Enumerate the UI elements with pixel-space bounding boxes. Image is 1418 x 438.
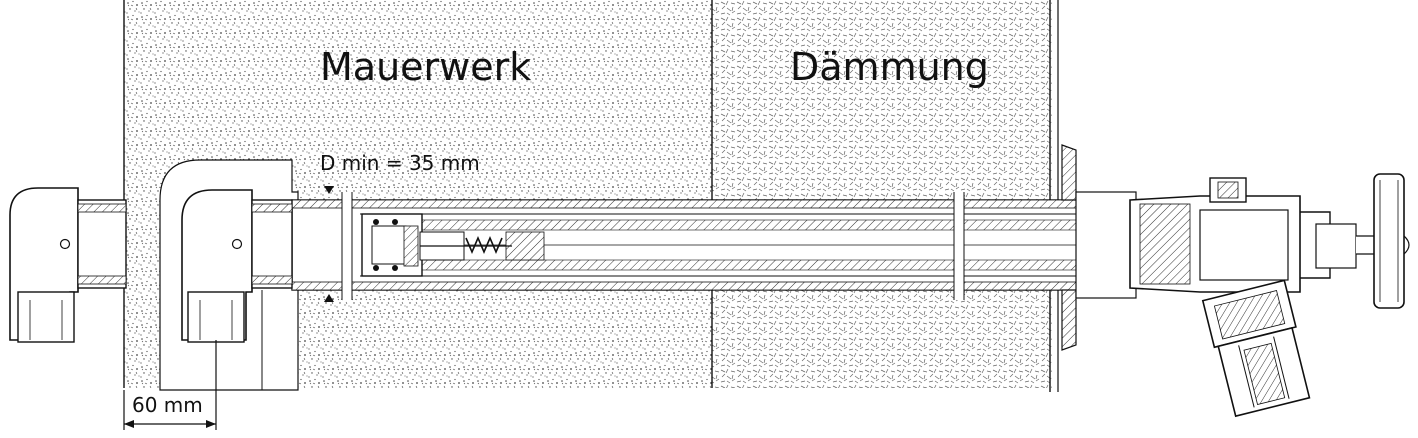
offset-label: 60 mm	[132, 393, 203, 417]
diameter-markers	[324, 186, 334, 302]
wall-flange	[1061, 144, 1137, 351]
left-elbow-fitting	[9, 187, 127, 343]
hose-outlet	[1201, 279, 1311, 418]
insulation-region	[711, 0, 1059, 392]
offset-dimension	[123, 340, 217, 430]
faucet-body	[1129, 173, 1410, 309]
wall-elbow-fitting	[181, 189, 293, 343]
min-diameter-label: D min = 35 mm	[320, 151, 480, 175]
break-lines	[341, 192, 965, 300]
sleeve-pipe	[291, 199, 1290, 291]
wall-label: Mauerwerk	[320, 45, 531, 89]
insulation-label: Dämmung	[790, 45, 989, 89]
valve-cartridge	[361, 213, 545, 277]
